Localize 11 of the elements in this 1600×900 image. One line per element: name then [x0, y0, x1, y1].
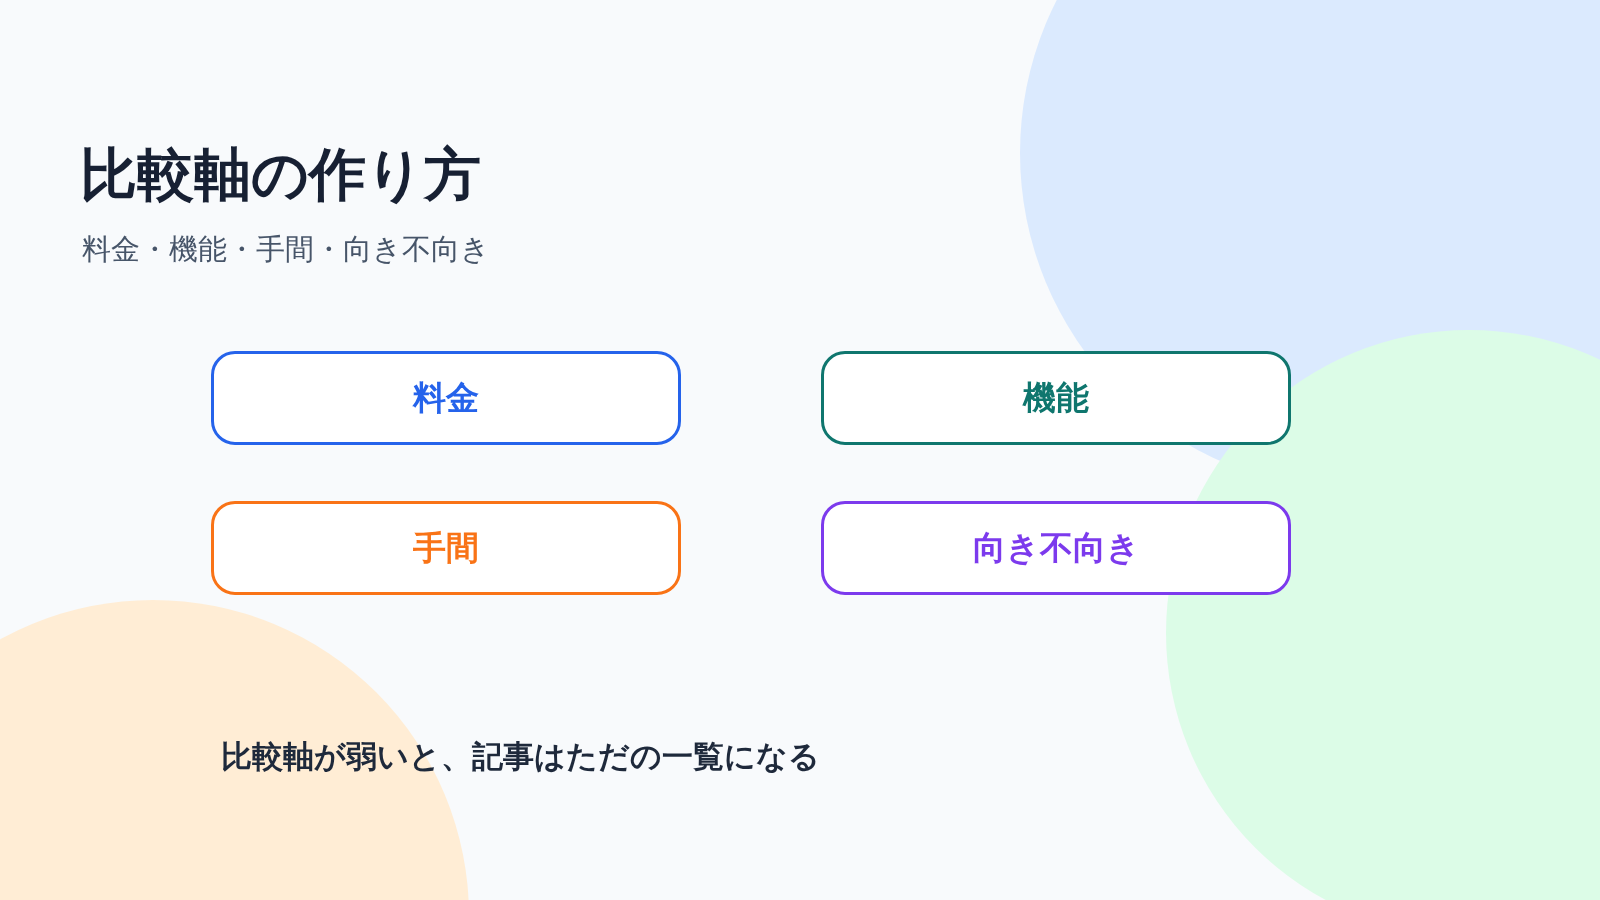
axis-label: 手間 [413, 528, 479, 568]
axis-card [211, 351, 681, 445]
axis-card [821, 351, 1291, 445]
axis-label: 料金 [413, 378, 479, 418]
axis-card [211, 501, 681, 595]
slide-title: 比較軸の作り方 [80, 142, 481, 208]
subtitle: 料金・機能・手間・向き不向き [82, 232, 490, 267]
takeaway-note: 比較軸が弱いと、記事はただの一覧になる [221, 738, 820, 776]
axis-card [821, 501, 1291, 595]
axis-label: 向き不向き [972, 528, 1140, 568]
axis-label: 機能 [1023, 378, 1089, 418]
